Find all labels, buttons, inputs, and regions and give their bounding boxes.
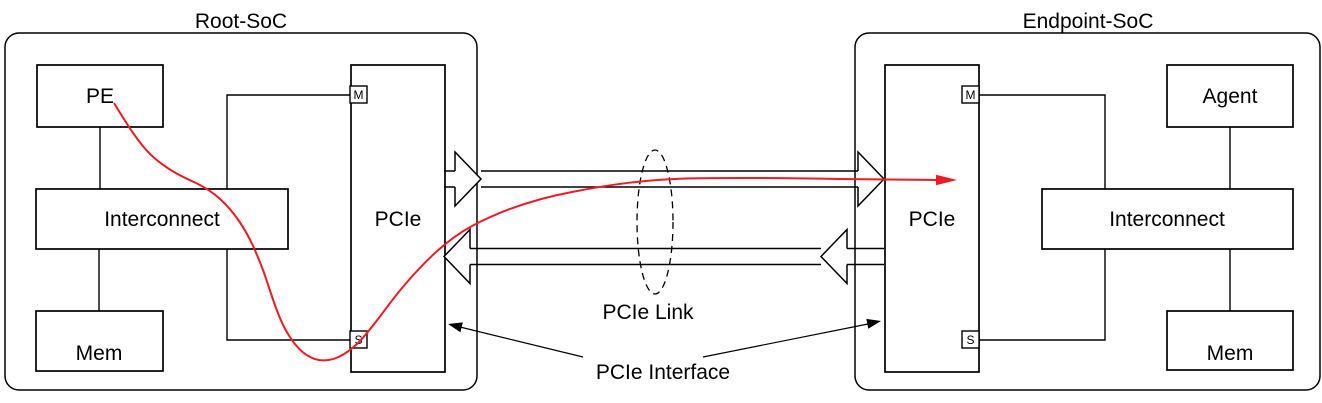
root-pcie-master-port (349, 85, 368, 104)
endpoint-mem-label: Mem (1207, 342, 1254, 365)
endpoint-mem-block (1166, 310, 1294, 371)
arrowhead-at-endpoint-boundary (819, 227, 848, 286)
endpoint-agent-block (1166, 64, 1294, 128)
arrowhead-at-root-boundary (454, 150, 483, 208)
root-pcie-slave-port-label: S (354, 333, 362, 347)
pcie-link-band (442, 150, 886, 286)
pcie-link-ellipse (636, 149, 674, 295)
root-pcie-slave-port (349, 330, 368, 349)
root-interconnect-block (35, 188, 289, 250)
root-soc-title: Root-SoC (195, 10, 287, 33)
endpoint-pcie-master-port (961, 85, 980, 104)
pcie-interface-arrow-left (459, 326, 584, 358)
endpoint-pcie-label: PCIe (909, 208, 956, 231)
endpoint-pcie-slave-port-label: S (966, 333, 974, 347)
arrowhead-at-root-pcie (442, 227, 471, 286)
root-pcie-label: PCIe (375, 208, 422, 231)
endpoint-pcie-block (884, 64, 980, 373)
endpoint-soc-container (854, 32, 1321, 391)
pcie-link-label: PCIe Link (602, 301, 694, 324)
pcie-interface-arrow-right (702, 323, 869, 358)
endpoint-soc: Endpoint-SoC PCIe Agent Interconnect Mem… (854, 10, 1321, 391)
pcie-interface-arrowhead-right (866, 318, 881, 329)
root-pe-label: PE (86, 85, 114, 108)
root-pe-block (36, 64, 164, 128)
endpoint-interconnect-label: Interconnect (1109, 208, 1225, 231)
pcie-interface-arrowhead-left (448, 322, 463, 333)
transaction-path-arrowhead (936, 174, 957, 186)
root-interconnect-label: Interconnect (104, 208, 220, 231)
transaction-path-curve (113, 102, 939, 362)
endpoint-pcie-master-port-label: M (966, 88, 976, 102)
transaction-path-red-arrow (113, 102, 957, 362)
root-mem-block (35, 310, 164, 372)
pcie-interface-label: PCIe Interface (596, 361, 730, 384)
endpoint-soc-title: Endpoint-SoC (1023, 10, 1154, 33)
root-mem-label: Mem (76, 342, 123, 365)
endpoint-to-root-arrow (442, 227, 884, 286)
endpoint-interconnect-block (1041, 188, 1294, 250)
endpoint-pcie-slave-port (961, 330, 980, 349)
root-pcie-block (350, 64, 446, 373)
root-soc: Root-SoC PE Interconnect Mem PCIe M S (4, 10, 478, 391)
pcie-interface-annotation: PCIe Interface (448, 318, 881, 384)
root-pcie-master-port-label: M (354, 88, 364, 102)
root-soc-container (4, 32, 478, 391)
endpoint-agent-label: Agent (1203, 85, 1258, 108)
